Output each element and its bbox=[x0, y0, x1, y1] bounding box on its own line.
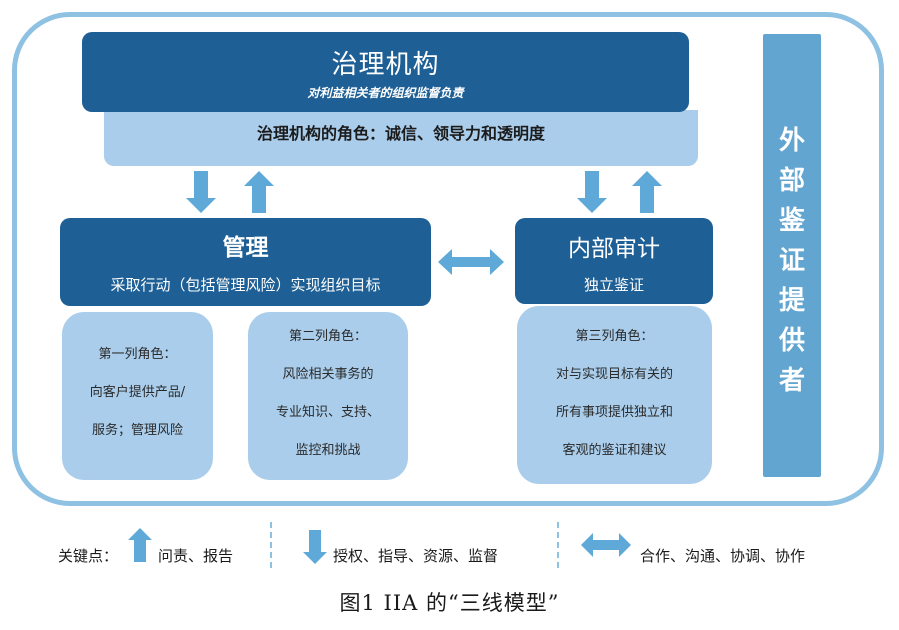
figure-caption: 图1 IIA 的“三线模型” bbox=[339, 591, 560, 615]
external-providers-char-2: 部 bbox=[778, 166, 805, 196]
double-arrow-icon bbox=[438, 249, 504, 275]
third-line-desc-3: 客观的鉴证和建议 bbox=[562, 443, 667, 458]
management-subtitle: 采取行动（包括管理风险）实现组织目标 bbox=[110, 276, 381, 294]
first-line-desc-2: 服务；管理风险 bbox=[91, 423, 183, 438]
internal-audit-box bbox=[515, 218, 713, 304]
second-line-heading: 第二列角色： bbox=[288, 329, 367, 344]
management-box bbox=[60, 218, 431, 306]
third-line-heading: 第三列角色： bbox=[575, 329, 654, 344]
internal-audit-title: 内部审计 bbox=[568, 236, 660, 262]
third-line-desc-2: 所有事项提供独立和 bbox=[555, 405, 673, 420]
second-line-desc-1: 风险相关事务的 bbox=[282, 367, 374, 382]
third-line-desc-1: 对与实现目标有关的 bbox=[555, 367, 673, 382]
first-line-box: 第一列角色： 向客户提供产品/ 服务；管理风险 bbox=[62, 312, 213, 480]
management-title: 管理 bbox=[222, 235, 269, 261]
legend-divider bbox=[557, 522, 559, 568]
second-line-box: 第二列角色： 风险相关事务的 专业知识、支持、 监控和挑战 bbox=[248, 312, 408, 480]
up-arrow-icon bbox=[244, 171, 274, 213]
external-providers-char-5: 提 bbox=[778, 286, 805, 316]
down-arrow-icon bbox=[186, 171, 216, 213]
first-line-text: 第一列角色： 向客户提供产品/ 服务；管理风险 bbox=[62, 312, 213, 450]
external-providers-char-3: 鉴 bbox=[778, 206, 805, 236]
third-line-box: 第三列角色： 对与实现目标有关的 所有事项提供独立和 客观的鉴证和建议 bbox=[517, 306, 712, 484]
second-line-text: 第二列角色： 风险相关事务的 专业知识、支持、 监控和挑战 bbox=[248, 312, 408, 470]
internal-audit-subtitle: 独立鉴证 bbox=[583, 276, 644, 294]
legend-up-text: 问责、报告 bbox=[158, 547, 234, 565]
model-frame bbox=[12, 12, 884, 506]
governing-body-role-band bbox=[104, 110, 698, 166]
external-providers-char-1: 外 bbox=[778, 126, 805, 156]
down-arrow-icon bbox=[577, 171, 607, 213]
governing-body-role: 治理机构的角色：诚信、领导力和透明度 bbox=[256, 124, 545, 143]
up-arrow-icon bbox=[632, 171, 662, 213]
legend-both-text: 合作、沟通、协调、协作 bbox=[640, 547, 806, 565]
external-providers-char-6: 供 bbox=[778, 326, 805, 356]
legend-double-arrow-icon bbox=[581, 533, 631, 557]
second-line-desc-3: 监控和挑战 bbox=[295, 443, 361, 458]
external-providers-char-4: 证 bbox=[778, 246, 805, 276]
legend-label: 关键点： bbox=[58, 547, 119, 565]
first-line-heading: 第一列角色： bbox=[98, 347, 177, 362]
second-line-desc-2: 专业知识、支持、 bbox=[275, 405, 380, 420]
governing-body-subtitle: 对利益相关者的组织监督负责 bbox=[307, 86, 464, 100]
external-providers-box bbox=[763, 34, 821, 477]
legend-divider bbox=[270, 522, 272, 568]
legend-down-text: 授权、指导、资源、监督 bbox=[333, 547, 499, 565]
first-line-desc-1: 向客户提供产品/ bbox=[89, 385, 186, 400]
third-line-text: 第三列角色： 对与实现目标有关的 所有事项提供独立和 客观的鉴证和建议 bbox=[517, 306, 712, 470]
legend-down-arrow-icon bbox=[303, 530, 327, 564]
external-providers-char-7: 者 bbox=[778, 366, 805, 396]
governing-body-box bbox=[82, 32, 689, 112]
legend-up-arrow-icon bbox=[128, 528, 152, 562]
governing-body-title: 治理机构 bbox=[331, 50, 440, 80]
